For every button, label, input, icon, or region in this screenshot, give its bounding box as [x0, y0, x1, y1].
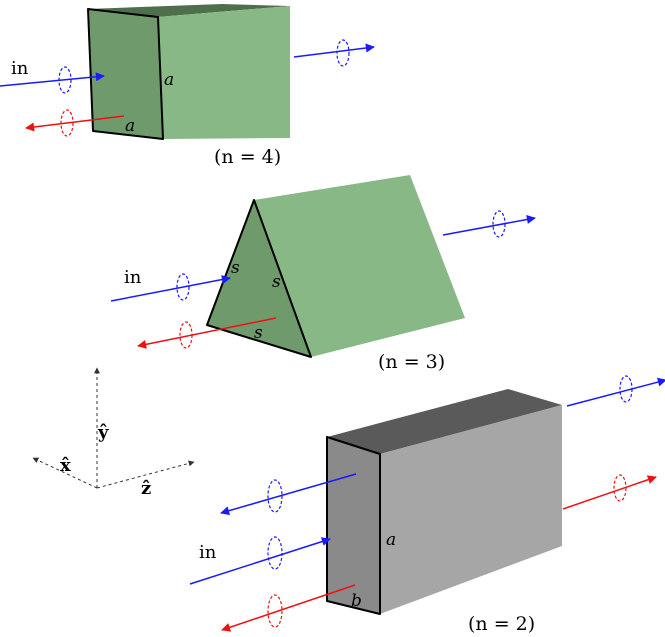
side-s-label: s [272, 272, 281, 292]
rectangular-prism-top-face [327, 389, 562, 454]
red-reflected-arrow [221, 584, 356, 632]
rotation-icon [267, 594, 283, 628]
y-axis-label: ŷ [97, 422, 109, 443]
in-label: in [11, 58, 29, 79]
rotation-icon [60, 109, 74, 137]
rotation-icon [267, 479, 283, 513]
side-a-label: a [164, 70, 174, 90]
square-prism-figure: in a a (n = 4) [0, 4, 375, 168]
side-a-label: a [125, 116, 135, 136]
rectangular-prism-side-face [380, 405, 562, 614]
rotation-icon [619, 375, 633, 403]
square-prism-top-face [88, 4, 290, 17]
n3-caption: (n = 3) [378, 351, 445, 373]
side-a-label: a [386, 530, 396, 550]
rotation-icon [492, 210, 506, 238]
n4-caption: (n = 4) [214, 146, 281, 168]
rectangular-prism-figure: in a b (n = 2) [189, 375, 665, 635]
blue-incident-arrow [0, 72, 105, 87]
red-reflected-arrow [137, 317, 277, 349]
blue-transmitted-arrow [442, 215, 536, 236]
rotation-icon [613, 474, 627, 502]
blue-reflected-arrow [220, 473, 357, 516]
triangular-prism-side-face [254, 175, 465, 357]
blue-transmitted-arrow [566, 377, 665, 407]
triangular-prism-figure: in s s s (n = 3) [110, 175, 536, 373]
z-axis [96, 460, 195, 489]
in-label: in [124, 267, 142, 288]
rotation-icon [58, 66, 72, 94]
rotation-icon [179, 321, 193, 349]
x-axis-label: x̂ [60, 455, 71, 476]
side-s-label: s [231, 258, 240, 278]
side-s-label: s [254, 323, 263, 343]
red-transmitted-arrow [562, 475, 657, 510]
side-b-label: b [351, 591, 362, 611]
rectangular-prism-front-face [326, 436, 381, 615]
square-prism-side-face [158, 6, 290, 139]
blue-transmitted-arrow [293, 43, 375, 58]
red-reflected-arrow [25, 115, 125, 132]
n2-caption: (n = 2) [468, 613, 535, 635]
z-axis-label: ẑ [141, 478, 151, 499]
triangular-prism-front-face [206, 199, 312, 358]
rotation-icon [267, 536, 283, 570]
blue-incident-arrow [110, 275, 231, 302]
square-prism-front-face [87, 8, 164, 140]
rotation-icon [336, 39, 350, 67]
in-label: in [199, 542, 217, 563]
blue-incident-arrow [189, 537, 331, 585]
rotation-icon [176, 273, 190, 301]
axes-diagram: ŷ x̂ ẑ [32, 367, 195, 499]
